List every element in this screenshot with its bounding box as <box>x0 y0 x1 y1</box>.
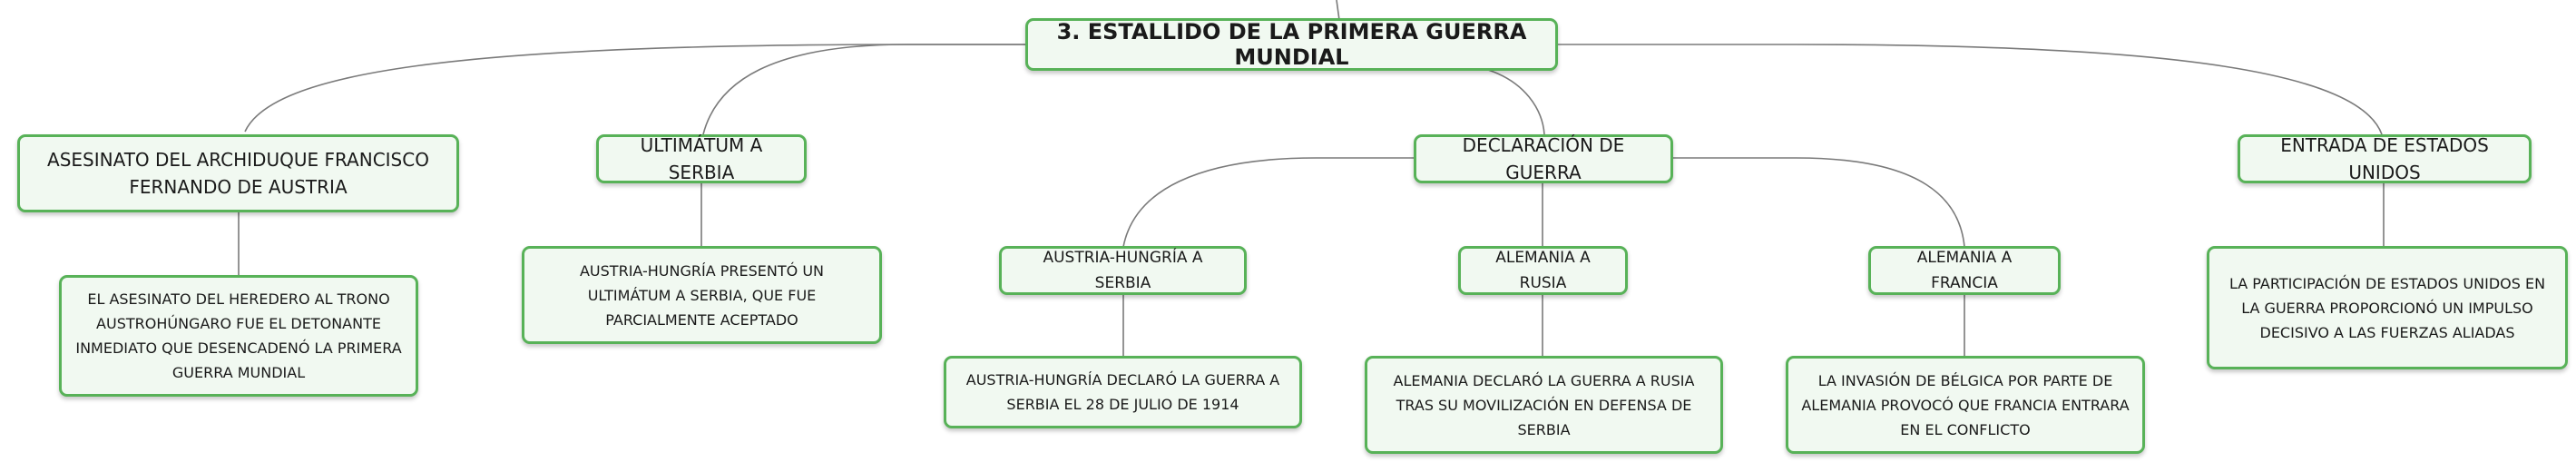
detail-alemania-francia[interactable]: LA INVASIÓN DE BÉLGICA POR PARTE DE ALEM… <box>1786 356 2145 454</box>
connector-root-declaracion <box>1487 69 1545 135</box>
detail-entrada[interactable]: LA PARTICIPACIÓN DE ESTADOS UNIDOS EN LA… <box>2207 246 2568 369</box>
connector-root-entrada <box>1558 44 2383 135</box>
subtopic-alemania-francia-label: ALEMANIA A FRANCIA <box>1916 249 2013 292</box>
topic-entrada-label: ENTRADA DE ESTADOS UNIDOS <box>2280 134 2489 183</box>
subtopic-alemania-rusia-label: ALEMANIA A RUSIA <box>1495 249 1591 292</box>
connector-decl-austria <box>1122 157 1414 248</box>
connector-root-ultimatum <box>702 44 1025 135</box>
detail-asesinato-text: EL ASESINATO DEL HEREDERO AL TRONO AUSTR… <box>75 290 402 381</box>
topic-asesinato[interactable]: ASESINATO DEL ARCHIDUQUE FRANCISCO FERNA… <box>17 134 459 212</box>
detail-asesinato[interactable]: EL ASESINATO DEL HEREDERO AL TRONO AUSTR… <box>59 275 418 397</box>
detail-austria-serbia-text: AUSTRIA-HUNGRÍA DECLARÓ LA GUERRA A SERB… <box>965 371 1280 413</box>
detail-entrada-text: LA PARTICIPACIÓN DE ESTADOS UNIDOS EN LA… <box>2228 274 2546 341</box>
topic-ultimatum-label: ULTIMÁTUM A SERBIA <box>640 134 763 183</box>
topic-declaracion-label: DECLARACIÓN DE GUERRA <box>1462 134 1625 183</box>
subtopic-austria-serbia[interactable]: AUSTRIA-HUNGRÍA A SERBIA <box>999 246 1247 295</box>
topic-entrada[interactable]: ENTRADA DE ESTADOS UNIDOS <box>2238 134 2532 183</box>
detail-austria-serbia[interactable]: AUSTRIA-HUNGRÍA DECLARÓ LA GUERRA A SERB… <box>944 356 1302 428</box>
detail-alemania-francia-text: LA INVASIÓN DE BÉLGICA POR PARTE DE ALEM… <box>1801 371 2130 438</box>
topic-ultimatum[interactable]: ULTIMÁTUM A SERBIA <box>596 134 807 183</box>
root-topic-label: 3. ESTALLIDO DE LA PRIMERA GUERRA MUNDIA… <box>1056 19 1527 70</box>
root-topic[interactable]: 3. ESTALLIDO DE LA PRIMERA GUERRA MUNDIA… <box>1025 18 1558 71</box>
detail-alemania-rusia-text: ALEMANIA DECLARÓ LA GUERRA A RUSIA TRAS … <box>1393 371 1695 438</box>
topic-declaracion[interactable]: DECLARACIÓN DE GUERRA <box>1414 134 1673 183</box>
topic-asesinato-label: ASESINATO DEL ARCHIDUQUE FRANCISCO FERNA… <box>47 149 429 198</box>
subtopic-alemania-francia[interactable]: ALEMANIA A FRANCIA <box>1868 246 2061 295</box>
connector-decl-francia <box>1670 157 1965 248</box>
subtopic-alemania-rusia[interactable]: ALEMANIA A RUSIA <box>1458 246 1628 295</box>
connector-root-parent <box>1336 0 1340 21</box>
detail-ultimatum-text: AUSTRIA-HUNGRÍA PRESENTÓ UN ULTIMÁTUM A … <box>579 261 824 329</box>
connector-root-asesinato <box>244 44 1025 133</box>
detail-ultimatum[interactable]: AUSTRIA-HUNGRÍA PRESENTÓ UN ULTIMÁTUM A … <box>522 246 882 344</box>
subtopic-austria-serbia-label: AUSTRIA-HUNGRÍA A SERBIA <box>1043 249 1203 292</box>
detail-alemania-rusia[interactable]: ALEMANIA DECLARÓ LA GUERRA A RUSIA TRAS … <box>1365 356 1723 454</box>
